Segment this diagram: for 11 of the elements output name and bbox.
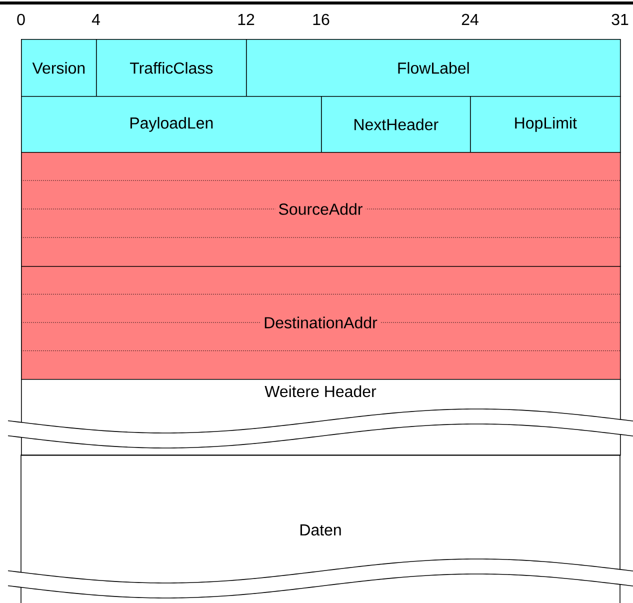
field-box: TrafficClass bbox=[96, 39, 247, 97]
field-box: DestinationAddr bbox=[20, 266, 621, 380]
bit-number: 31 bbox=[612, 14, 628, 26]
bit-number: 4 bbox=[92, 14, 100, 25]
field-box: Daten bbox=[20, 454, 620, 603]
bit-number: 12 bbox=[238, 14, 254, 25]
field-box: Version bbox=[21, 39, 97, 97]
field-box: HopLimit bbox=[470, 96, 621, 153]
field-box: SourceAddr bbox=[20, 152, 621, 267]
bit-number: 0 bbox=[17, 14, 25, 26]
field-box: NextHeader bbox=[321, 96, 471, 153]
